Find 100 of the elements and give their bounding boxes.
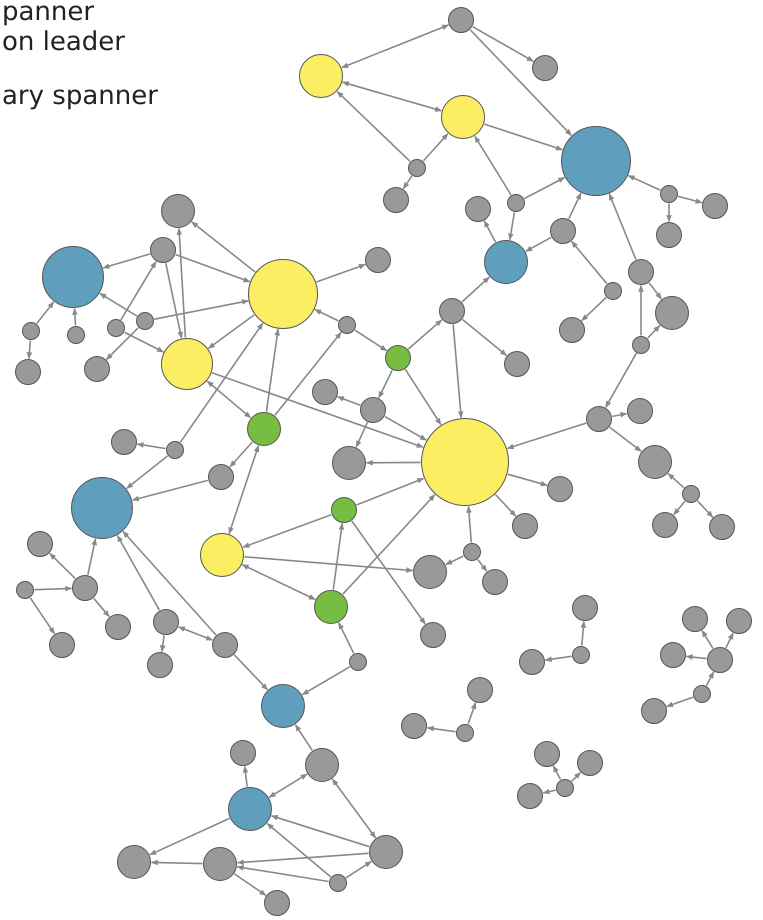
- arrow: [467, 702, 476, 724]
- network-node-circle: [385, 345, 411, 371]
- network-node-circle: [166, 441, 184, 459]
- network-node-circle: [16, 581, 34, 599]
- arrow: [354, 330, 388, 352]
- network-node-circle: [200, 533, 244, 577]
- network-node-circle: [512, 513, 538, 539]
- arrow: [302, 666, 350, 696]
- arrow: [175, 254, 250, 283]
- arrow: [208, 314, 255, 350]
- network-node-circle: [465, 196, 491, 222]
- arrow: [72, 308, 78, 326]
- arrow: [484, 220, 496, 242]
- arrow: [506, 422, 586, 450]
- network-node-circle: [305, 748, 339, 782]
- legend-text: panner: [2, 0, 94, 28]
- network-node-circle: [203, 847, 237, 881]
- arrow: [647, 325, 660, 339]
- arrow: [150, 860, 203, 866]
- arrow: [355, 422, 368, 448]
- arrow: [686, 654, 707, 660]
- arrow: [668, 473, 684, 488]
- network-node-circle: [604, 282, 622, 300]
- arrow: [470, 29, 572, 136]
- network-node-circle: [147, 652, 173, 678]
- arrow: [242, 514, 332, 548]
- network-node-circle: [656, 222, 682, 248]
- network-node-circle: [111, 429, 137, 455]
- arrow: [124, 332, 164, 353]
- arrow: [544, 656, 572, 662]
- arrow: [706, 671, 714, 686]
- network-node-circle: [136, 312, 154, 330]
- arrow: [609, 426, 642, 452]
- arrow: [229, 441, 253, 468]
- network-node-circle: [248, 259, 318, 329]
- network-node-circle: [638, 445, 672, 479]
- network-node-circle: [338, 316, 356, 334]
- network-node-circle: [517, 783, 543, 809]
- network-node-circle: [27, 531, 53, 557]
- arrow: [36, 301, 54, 324]
- arrow: [638, 284, 644, 336]
- network-node-circle: [682, 485, 700, 503]
- arrow: [666, 204, 672, 222]
- network-node-circle: [208, 464, 234, 490]
- arrow: [160, 635, 166, 652]
- arrow: [678, 196, 703, 204]
- arrow: [477, 559, 488, 572]
- arrow: [673, 500, 686, 516]
- network-node-circle: [153, 609, 179, 635]
- network-node-circle: [632, 336, 650, 354]
- network-node-circle: [463, 543, 481, 561]
- network-node-circle: [456, 724, 474, 742]
- network-node-circle: [365, 247, 391, 273]
- arrow: [87, 538, 97, 575]
- arrow: [346, 860, 372, 878]
- arrow: [472, 26, 534, 62]
- arrow: [356, 478, 424, 506]
- network-node-circle: [331, 497, 357, 523]
- network-node-circle: [161, 194, 195, 228]
- arrow: [30, 597, 56, 634]
- arrow: [102, 253, 150, 269]
- arrow: [132, 480, 208, 502]
- network-node-circle: [264, 890, 290, 916]
- arrow: [234, 873, 266, 896]
- network-node-circle: [247, 412, 281, 446]
- network-node-circle: [401, 713, 427, 739]
- arrow: [571, 772, 582, 782]
- arrow: [568, 192, 582, 220]
- network-node-circle: [212, 632, 238, 658]
- arrow: [445, 555, 464, 566]
- network-node-circle: [532, 55, 558, 81]
- network-node-circle: [349, 653, 367, 671]
- network-node-circle: [329, 874, 347, 892]
- network-node-circle: [413, 555, 447, 589]
- arrow: [580, 620, 586, 646]
- network-node-circle: [561, 126, 631, 196]
- arrow: [696, 500, 714, 518]
- network-node-circle: [586, 406, 612, 432]
- network-node-circle: [641, 698, 667, 724]
- arrow: [570, 240, 608, 284]
- arrow: [402, 175, 412, 190]
- arrow: [366, 460, 420, 466]
- arrow: [236, 852, 369, 866]
- arrow: [122, 530, 217, 636]
- arrow: [474, 136, 512, 196]
- arrow: [180, 322, 264, 443]
- network-node-circle: [228, 787, 272, 831]
- arrow: [294, 724, 313, 751]
- arrow: [725, 632, 734, 648]
- arrow: [648, 282, 662, 300]
- network-node-circle: [448, 7, 474, 33]
- arrow: [206, 380, 252, 418]
- arrow: [314, 308, 339, 322]
- legend-text: on leader: [2, 28, 125, 58]
- arrow: [191, 221, 256, 273]
- arrow: [452, 324, 464, 418]
- arrow: [422, 133, 448, 162]
- arrow: [274, 332, 342, 416]
- arrow: [342, 494, 436, 595]
- arrow: [120, 261, 157, 320]
